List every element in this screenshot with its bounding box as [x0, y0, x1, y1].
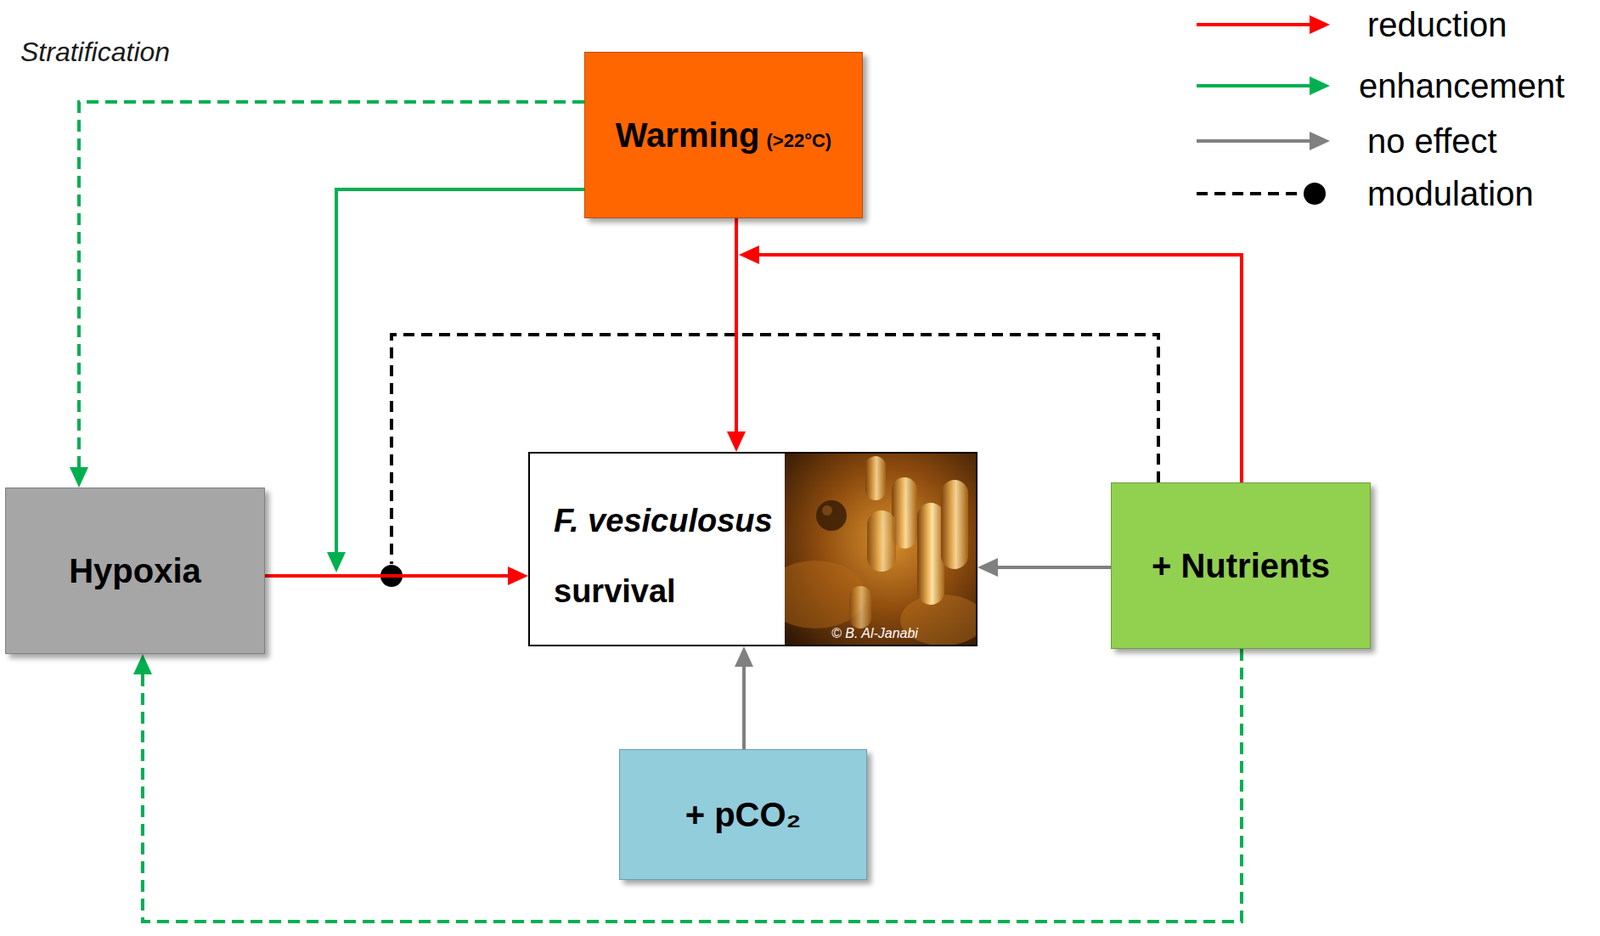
- node-text: + Nutrients: [1151, 546, 1330, 586]
- node-text: F. vesiculosus: [553, 502, 773, 541]
- watermark: © B. Al-Janabi: [831, 625, 919, 642]
- effect-arrow: [734, 218, 739, 442]
- legend-sample: [1303, 182, 1326, 205]
- legend-row: enhancement: [1358, 66, 1565, 106]
- node-text: + pCO₂: [685, 794, 802, 834]
- stressor-box: Warming(>22°C): [584, 51, 863, 219]
- legend-text: modulation: [1367, 174, 1534, 214]
- edge-label: Stratification: [20, 36, 170, 68]
- legend-sample: [1196, 139, 1320, 143]
- legend-sample: [1196, 22, 1320, 27]
- effect-arrow: [742, 656, 746, 750]
- legend-sample: [1196, 191, 1302, 196]
- effect-arrow: [264, 574, 519, 578]
- legend-row: reduction: [1367, 5, 1508, 45]
- stressor-box: Hypoxia: [5, 487, 265, 654]
- stressor-box: + Nutrients: [1110, 482, 1371, 649]
- legend-text: enhancement: [1358, 66, 1565, 106]
- legend-row: modulation: [1367, 174, 1534, 214]
- effect-arrow: [142, 648, 1242, 922]
- legend-sample: [1196, 84, 1320, 88]
- legend-row: no effect: [1367, 121, 1498, 161]
- legend-text: no effect: [1367, 121, 1498, 161]
- legend-text: reduction: [1367, 5, 1508, 45]
- reduction-line: [749, 254, 1242, 483]
- effect-arrow: [78, 101, 585, 478]
- node-text: survival: [553, 573, 677, 611]
- node-text: Warming: [615, 115, 761, 155]
- stressor-box: + pCO₂: [619, 749, 868, 880]
- response-box: F. vesiculosus survival: [528, 451, 978, 647]
- node-text: (>22°C): [766, 129, 832, 152]
- node-text: Hypoxia: [68, 551, 202, 591]
- effect-arrow: [987, 565, 1111, 570]
